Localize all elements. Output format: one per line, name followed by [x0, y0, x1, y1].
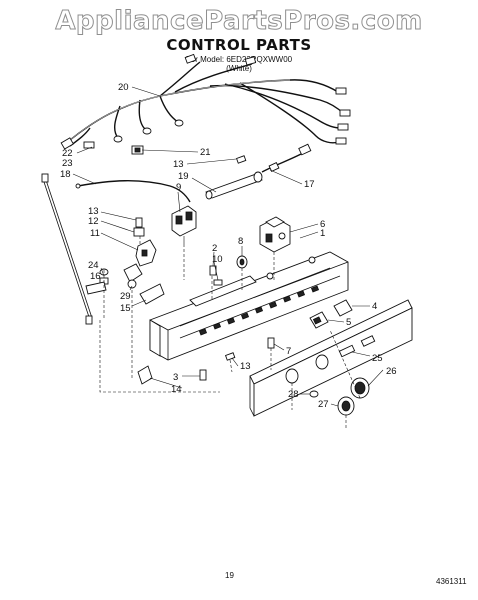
callout-24: 24 — [88, 260, 99, 271]
callout-9: 9 — [176, 182, 181, 193]
callout-11: 11 — [90, 228, 100, 239]
page-number: 19 — [225, 571, 234, 580]
leader-lines — [72, 86, 384, 407]
control-housing — [149, 251, 349, 361]
callout-21: 21 — [200, 147, 211, 158]
callout-29: 29 — [120, 291, 131, 302]
sensor-tube — [205, 171, 263, 200]
callout-8: 8 — [238, 236, 243, 247]
callout-18: 18 — [60, 169, 71, 180]
callout-15: 15 — [120, 303, 131, 314]
control-knob — [350, 377, 370, 399]
callout-4: 4 — [372, 301, 377, 312]
callout-12: 12 — [88, 216, 99, 227]
callout-20: 20 — [118, 82, 129, 93]
model-line: For Model: 6ED22RQXWW00 — [185, 55, 293, 64]
callout-28: 28 — [288, 389, 299, 400]
callout-1: 1 — [320, 228, 325, 239]
callout-6: 6 — [320, 219, 325, 230]
callout-13-top: 13 — [173, 159, 184, 170]
callout-labels: 20 22 23 21 13 19 17 18 9 13 12 11 6 1 8… — [60, 82, 397, 410]
control-knob-2 — [337, 396, 355, 416]
callout-23: 23 — [62, 158, 73, 169]
callout-7: 7 — [286, 346, 291, 357]
callout-25: 25 — [372, 353, 383, 364]
callout-16: 16 — [90, 271, 101, 282]
wire-harness — [60, 53, 351, 150]
callout-10: 10 — [212, 254, 223, 265]
diagram-subtitle: For Model: 6ED22RQXWW00 (White) — [0, 55, 478, 73]
callout-13-left: 13 — [88, 206, 99, 217]
thermostat-part — [171, 205, 197, 244]
callout-2: 2 — [212, 243, 217, 254]
callout-3: 3 — [173, 372, 178, 383]
callout-14: 14 — [171, 384, 182, 395]
control-switch — [259, 216, 291, 253]
control-panel — [249, 299, 413, 417]
watermark: AppliancePartsPros.com — [55, 6, 423, 37]
callout-27: 27 — [318, 399, 329, 410]
document-code: 4361311 — [436, 577, 467, 586]
callout-22: 22 — [62, 148, 73, 159]
diagram-title: CONTROL PARTS — [166, 36, 312, 54]
color-line: (White) — [226, 64, 252, 73]
callout-19: 19 — [178, 171, 189, 182]
callout-26: 26 — [386, 366, 397, 377]
callout-5: 5 — [346, 317, 351, 328]
callout-13-bottom: 13 — [240, 361, 251, 372]
callout-17: 17 — [304, 179, 315, 190]
